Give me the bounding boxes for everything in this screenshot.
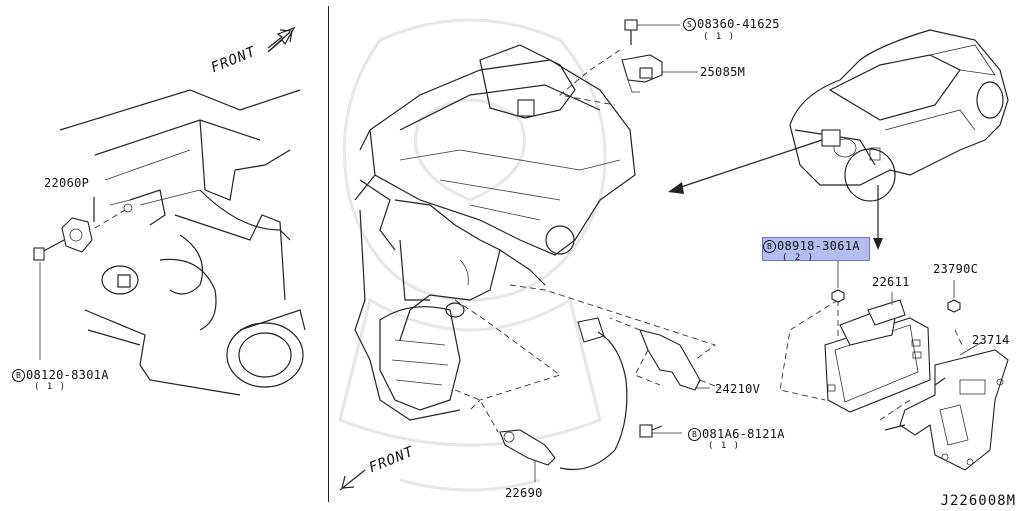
part-label-22611[interactable]: 22611	[872, 275, 910, 289]
nut-08918-3061a	[831, 260, 845, 303]
part-label-22060p[interactable]: 22060P	[44, 176, 90, 190]
knock-sensor-22060p	[33, 197, 133, 360]
bolt-badge-icon: B	[763, 240, 776, 253]
front-arrow-top-icon	[267, 26, 296, 53]
fastener-code: 08360-41625	[697, 17, 780, 31]
part-label-24210v[interactable]: 24210V	[715, 382, 761, 396]
screw-badge-icon: S	[683, 18, 696, 31]
fastener-qty: ( 1 )	[708, 441, 741, 451]
fastener-code: 08120-8301A	[26, 368, 109, 382]
part-label-25085m[interactable]: 25085M	[700, 65, 746, 79]
ecm-bracket-23714	[879, 329, 1009, 471]
part-label-23714[interactable]: 23714	[972, 333, 1010, 347]
oxygen-sensor-22690	[454, 317, 628, 482]
car-illustration	[668, 29, 1009, 250]
part-label-23790c[interactable]: 23790C	[933, 262, 979, 276]
panel-divider	[328, 6, 329, 502]
diagram-reference-code: J226008M	[940, 493, 1016, 509]
fastener-qty: ( 1 )	[703, 32, 736, 42]
engine-assembly	[354, 44, 716, 421]
fastener-qty: ( 2 )	[782, 253, 815, 263]
camshaft-sensor-25085m	[558, 19, 698, 106]
engine-block-left	[59, 89, 306, 396]
front-arrow-bottom-icon	[339, 469, 366, 491]
nut-23790c	[947, 280, 961, 313]
fastener-qty: ( 1 )	[34, 382, 67, 392]
fastener-code: 08918-3061A	[777, 239, 860, 253]
fastener-code: 081A6-8121A	[702, 427, 785, 441]
bracket-24210v	[609, 317, 721, 438]
bolt-badge-icon: B	[12, 369, 25, 382]
ecm-module-22611	[779, 292, 931, 413]
part-label-22690[interactable]: 22690	[505, 486, 543, 500]
bolt-badge-icon: B	[688, 428, 701, 441]
watermark-emblem	[338, 18, 607, 492]
selected-part-highlight	[762, 237, 870, 261]
